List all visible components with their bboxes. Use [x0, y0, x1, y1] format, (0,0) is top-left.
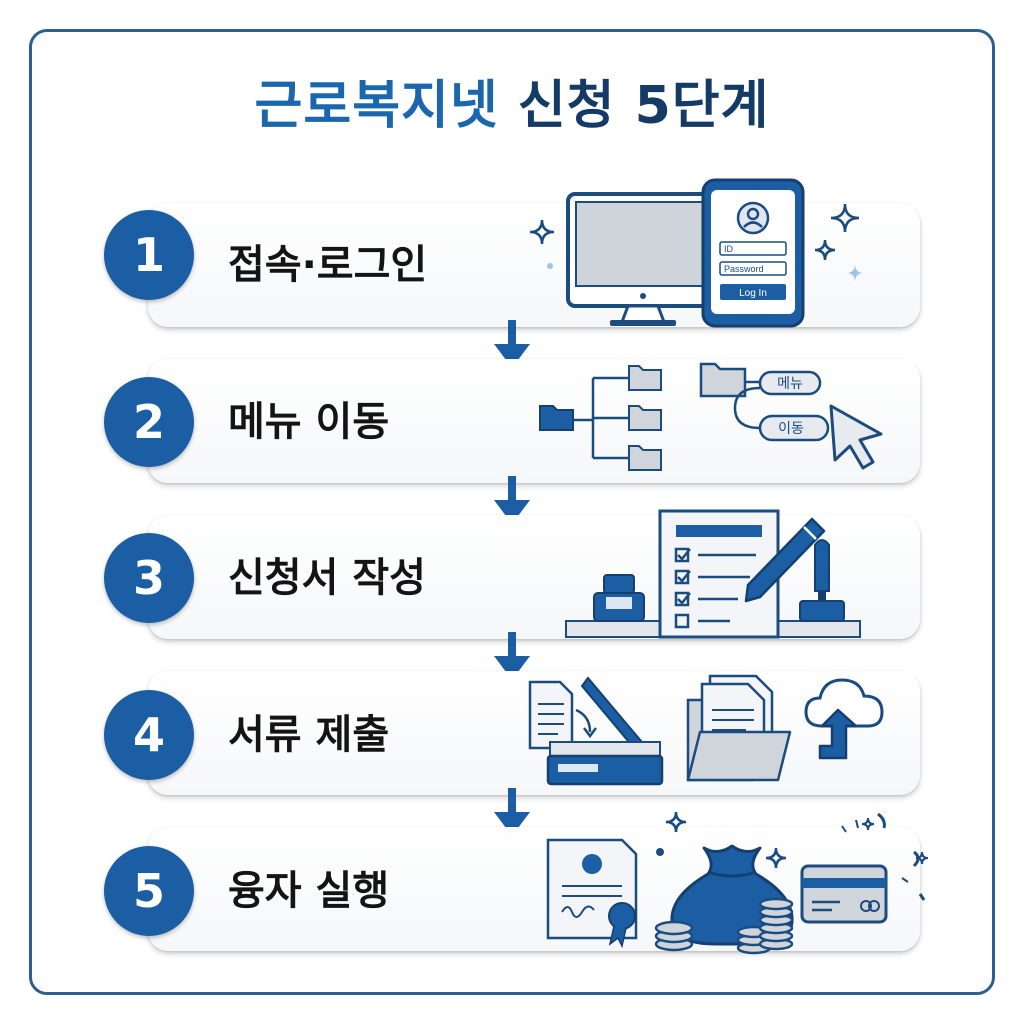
step-illustration-1: ID Password Log In	[529, 178, 864, 328]
step-illustration-3	[565, 509, 861, 639]
step-label-2: 메뉴 이동	[228, 399, 390, 445]
title-steps: 신청 5단계	[517, 76, 770, 136]
step-number-badge-2: 2	[104, 377, 194, 467]
title-service-name: 근로복지넷	[254, 76, 499, 136]
step-arrow-4	[494, 788, 530, 836]
cursor-arrow-icon	[829, 404, 883, 470]
document-folder-icon	[686, 674, 792, 782]
step-card-3	[148, 515, 920, 639]
desktop-monitor-icon	[566, 192, 720, 326]
pen-stand-icon	[799, 539, 845, 622]
smartphone-login-icon: ID Password Log In	[701, 178, 805, 328]
login-password-field: Password	[724, 264, 764, 274]
step-arrow-2	[494, 476, 530, 524]
step-label-4: 서류 제출	[228, 712, 390, 758]
credit-card-icon	[800, 864, 888, 924]
scanner-icon	[528, 676, 664, 786]
step-illustration-5	[546, 811, 929, 955]
page-title: 근로복지넷 신청 5단계	[0, 76, 1024, 136]
step-number-badge-5: 5	[104, 846, 194, 936]
menu-tag: 메뉴	[777, 376, 803, 392]
coin-stack-icon	[654, 897, 794, 955]
step-label-1: 접속·로그인	[228, 242, 428, 288]
certificate-icon	[546, 838, 638, 949]
step-label-3: 신청서 작성	[228, 555, 426, 601]
step-number-badge-1: 1	[104, 210, 194, 300]
cloud-upload-icon	[804, 678, 884, 760]
step-illustration-2: 메뉴 이동	[539, 362, 883, 471]
ink-bottle-icon	[593, 574, 645, 622]
folder-tree-icon	[539, 365, 662, 471]
move-tag: 이동	[778, 421, 804, 437]
pencil-icon	[744, 517, 826, 603]
step-arrow-1	[494, 320, 530, 368]
sparkle-icon	[529, 203, 860, 261]
step-arrow-3	[494, 632, 530, 680]
login-id-field: ID	[724, 244, 734, 254]
login-button-text: Log In	[739, 288, 767, 299]
step-illustration-4	[528, 674, 884, 786]
step-number-badge-3: 3	[104, 533, 194, 623]
checklist-form-icon	[658, 509, 780, 639]
menu-path-icon: 메뉴 이동	[699, 362, 830, 442]
step-label-5: 융자 실행	[228, 868, 390, 914]
step-number-badge-4: 4	[104, 690, 194, 780]
